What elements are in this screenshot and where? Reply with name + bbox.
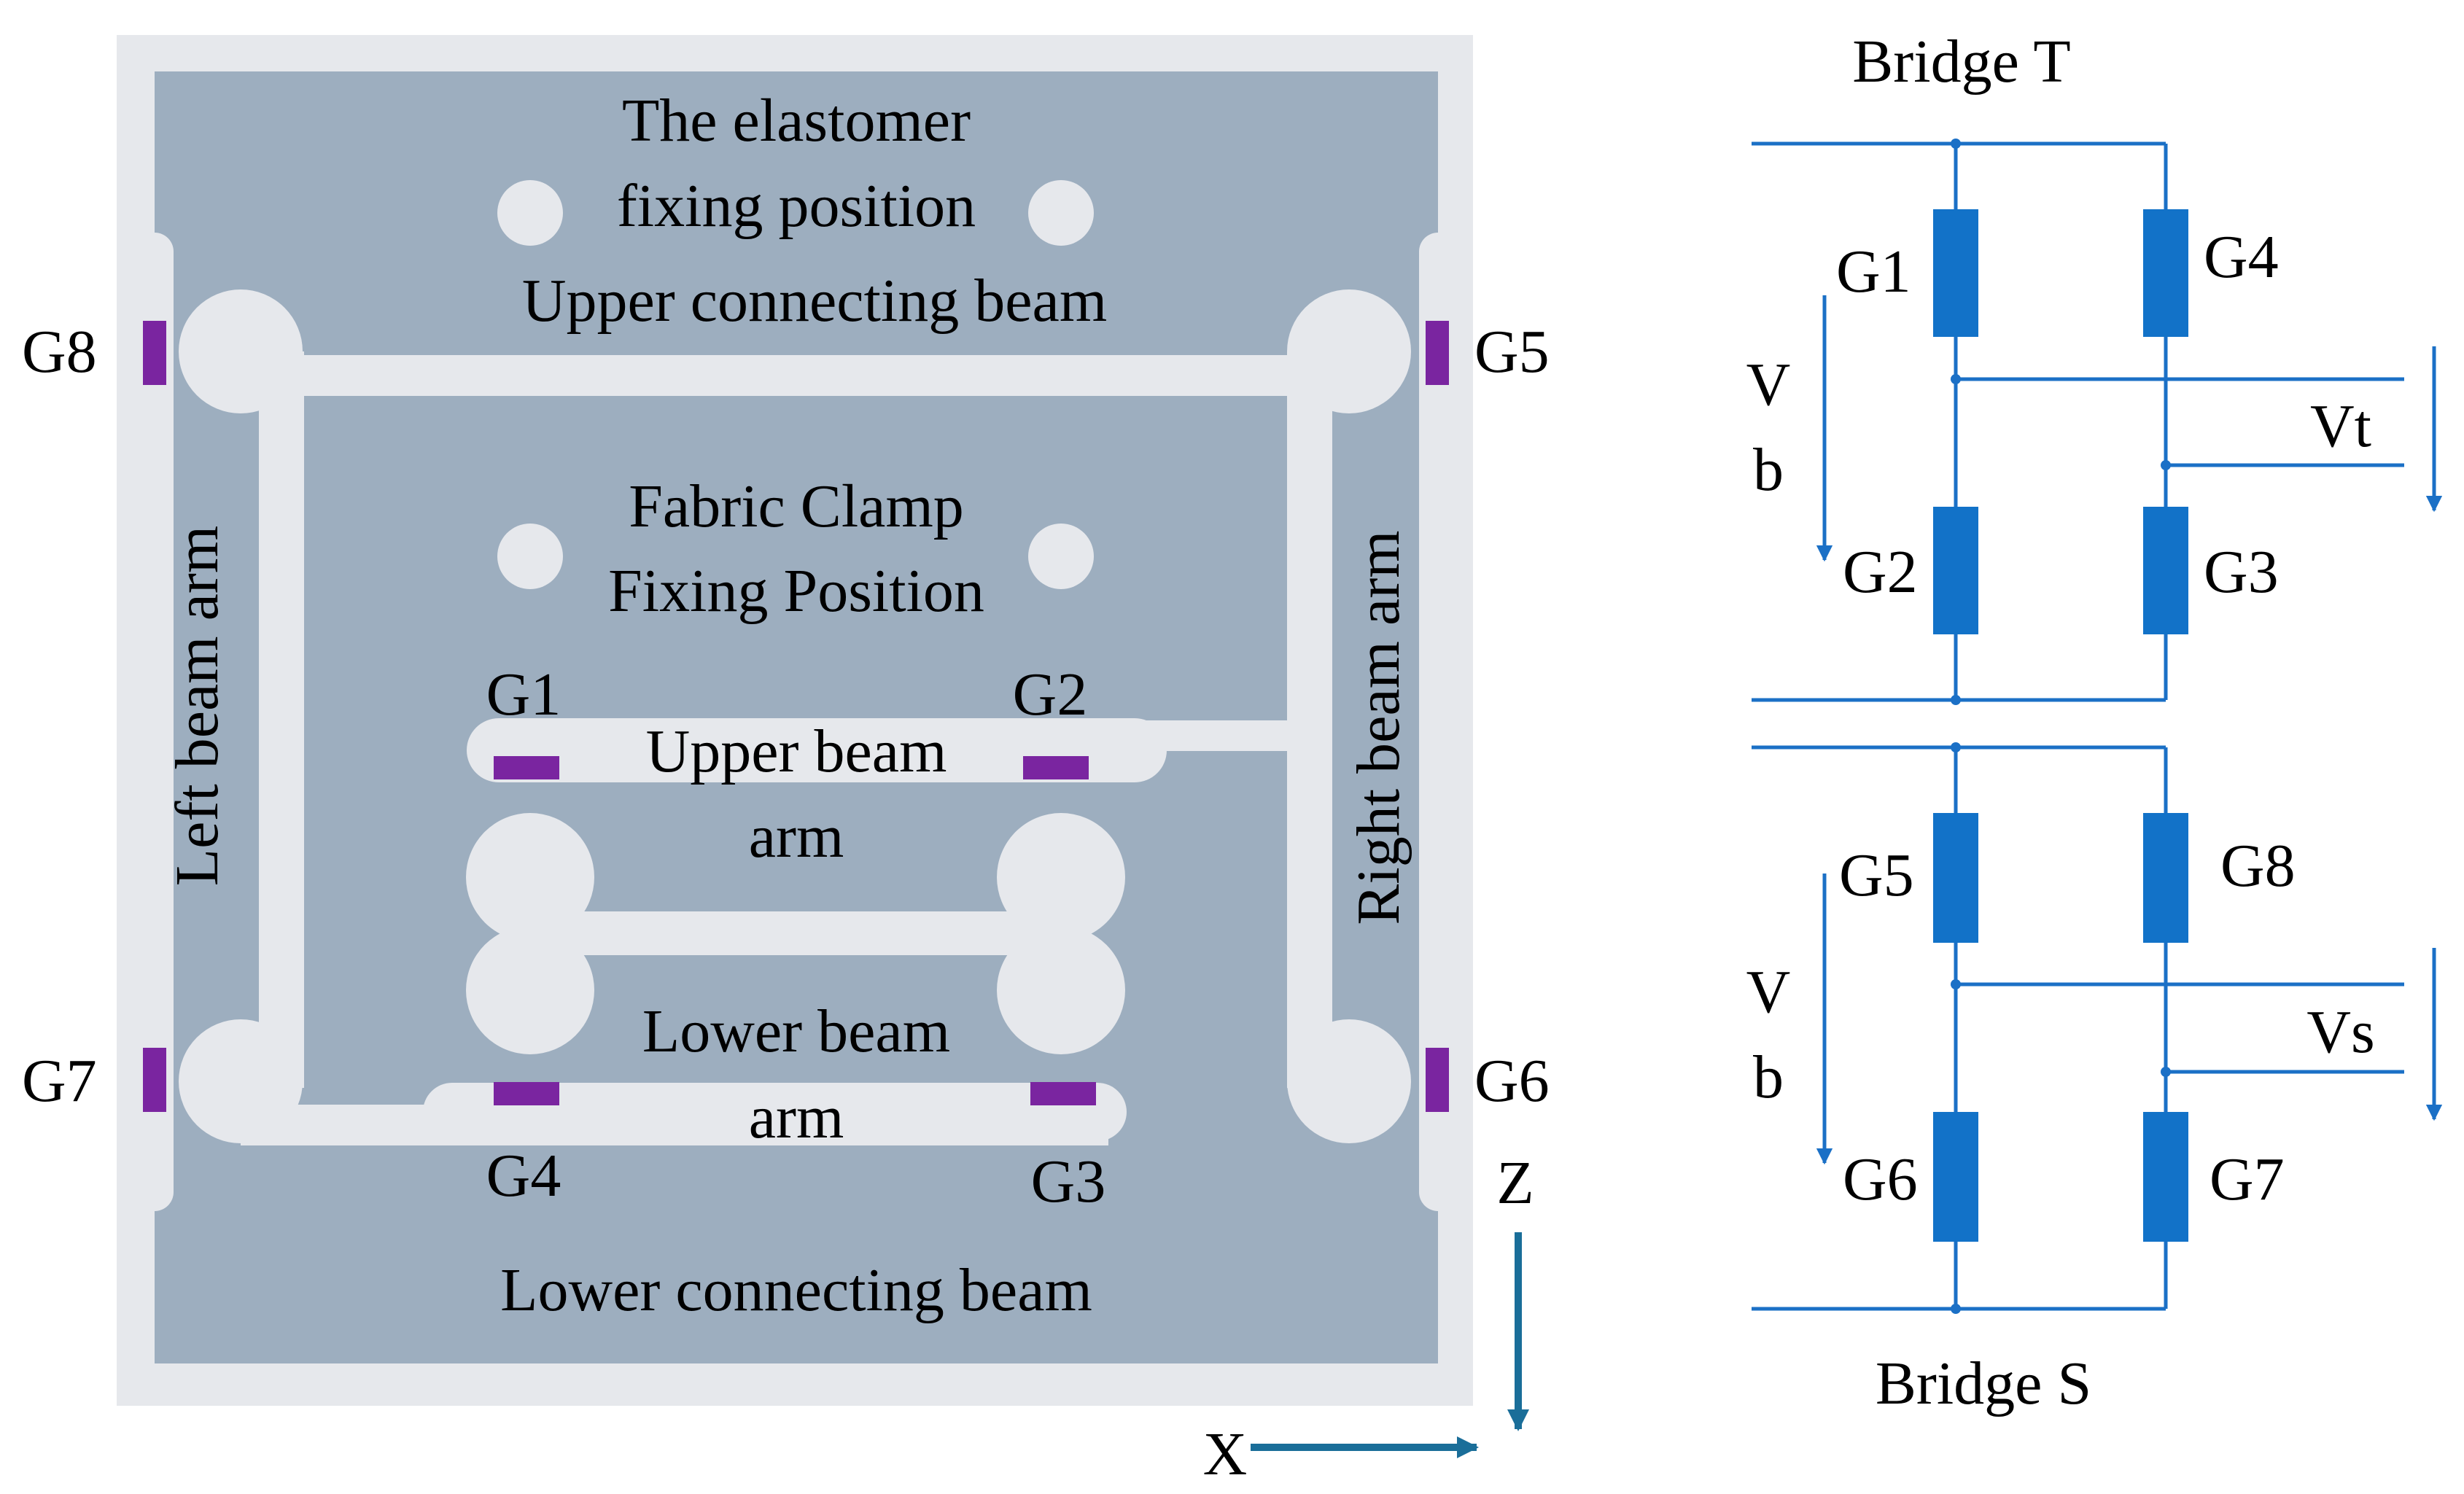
- bridge-s-node-mid-right: [2161, 1067, 2171, 1077]
- upper-beam-label-line2: arm: [749, 803, 844, 871]
- gauge-pad-g4: [494, 1082, 559, 1105]
- bridge-t-label-g1: G1: [1836, 238, 1911, 306]
- gauge-pad-g2: [1023, 756, 1089, 779]
- gauge-label-g8: G8: [22, 318, 97, 386]
- x-axis-label: X: [1203, 1420, 1248, 1488]
- bridge-t-node-top: [1951, 139, 1961, 149]
- bridge-s-label-g8: G8: [2220, 832, 2296, 900]
- right-notch-slot: [1419, 252, 1438, 1192]
- gauge-label-g6: G6: [1474, 1047, 1550, 1115]
- bridge-t-node-mid-left: [1951, 374, 1961, 384]
- hinge-slot: [530, 911, 1061, 955]
- hinge-hole-lower-left: [466, 926, 594, 1054]
- gauge-label-g5: G5: [1474, 318, 1550, 386]
- gauge-label-g3: G3: [1031, 1148, 1106, 1215]
- gauge-pad-g5: [1426, 321, 1449, 385]
- gauge-pad-g1: [494, 756, 559, 779]
- fabric-clamp-line1: Fabric Clamp: [629, 472, 964, 540]
- bridge-t-resistor-g1: [1933, 209, 1978, 337]
- plate: [155, 71, 1438, 1363]
- lower-beam-label-line1: Lower beam: [642, 997, 950, 1065]
- bridge-t-node-bottom: [1951, 695, 1961, 705]
- bridge-s-output-label: Vs: [2306, 998, 2374, 1066]
- hinge-hole-upper-right: [997, 813, 1125, 941]
- bridge-t-title: Bridge T: [1852, 28, 2070, 96]
- gauge-label-g2: G2: [1013, 661, 1088, 728]
- bridge-s-label-g6: G6: [1843, 1145, 1918, 1213]
- right-notch-bottom: [1419, 1173, 1457, 1211]
- fabric-clamp-line2: Fixing Position: [608, 557, 984, 625]
- z-axis-label: Z: [1496, 1149, 1534, 1217]
- upper-connecting-beam-label: Upper connecting beam: [522, 267, 1107, 335]
- bridge-t-label-g3: G3: [2204, 538, 2279, 606]
- bridge-s-label-g7: G7: [2210, 1145, 2285, 1213]
- bridge-s-node-bottom: [1951, 1304, 1961, 1314]
- lower-connecting-beam-label: Lower connecting beam: [500, 1256, 1092, 1324]
- bridge-s-resistor-g7: [2143, 1112, 2188, 1242]
- right-beam-arm-label: Right beam arm: [1345, 530, 1412, 925]
- gauge-pad-g8: [143, 321, 166, 385]
- lower-beam-slot: [423, 1083, 1127, 1141]
- left-notch-bottom: [136, 1173, 174, 1211]
- gauge-label-g1: G1: [486, 661, 561, 728]
- bridge-s-supply-label-line2: b: [1753, 1043, 1784, 1111]
- lower-beam-label-line2: arm: [749, 1083, 844, 1151]
- left-notch-slot: [155, 252, 174, 1192]
- right-vertical-slot: [1287, 351, 1332, 1088]
- bridge-t-resistor-g2: [1933, 507, 1978, 634]
- left-vertical-slot: [259, 351, 304, 1088]
- bridge-t-resistor-g3: [2143, 507, 2188, 634]
- gauge-pad-g3: [1030, 1082, 1096, 1105]
- gauge-pad-g7: [143, 1048, 166, 1112]
- bridge-s-resistor-g5: [1933, 813, 1978, 943]
- hinge-hole-lower-right: [997, 926, 1125, 1054]
- bridge-s-label-g5: G5: [1839, 841, 1914, 909]
- elastomer-title-line2: fixing position: [617, 172, 976, 240]
- upper-beam-label-line1: Upper beam: [646, 717, 947, 785]
- left-beam-arm-label: Left beam arm: [163, 526, 231, 886]
- bridge-t-resistor-g4: [2143, 209, 2188, 337]
- gauge-label-g4: G4: [486, 1142, 561, 1210]
- clamp-hole-right: [1028, 524, 1094, 589]
- clamp-hole-left: [497, 524, 563, 589]
- bridge-s-title: Bridge S: [1876, 1350, 2091, 1417]
- bridge-s-node-mid-left: [1951, 979, 1961, 989]
- right-notch-top: [1419, 233, 1457, 271]
- bridge-s-components: Bridge S G5 G8 G6 G7 V b Vs: [1746, 742, 2375, 1417]
- bridge-t-label-g4: G4: [2204, 223, 2279, 291]
- bridge-s-resistor-g8: [2143, 813, 2188, 943]
- elastomer-title-line1: The elastomer: [622, 87, 971, 155]
- bridge-t-node-mid-right: [2161, 460, 2171, 470]
- elastomer-hole-right: [1028, 180, 1094, 246]
- bridge-t-components: Bridge T G1 G4 G2 G3 V b Vt: [1746, 28, 2371, 705]
- elastomer-structure: The elastomer fixing position Upper conn…: [22, 35, 1550, 1488]
- bridge-t-output-label: Vt: [2310, 392, 2371, 460]
- elastomer-hole-left: [497, 180, 563, 246]
- gauge-pad-g6: [1426, 1048, 1449, 1112]
- bridge-t-label-g2: G2: [1843, 538, 1918, 606]
- bridge-t-supply-label-line2: b: [1753, 436, 1784, 504]
- hinge-hole-upper-left: [466, 813, 594, 941]
- upper-beam-slot: [467, 718, 1167, 782]
- gauge-label-g7: G7: [22, 1047, 97, 1115]
- left-notch-top: [136, 233, 174, 271]
- bridge-s-node-top: [1951, 742, 1961, 752]
- bridge-s-resistor-g6: [1933, 1112, 1978, 1242]
- bridge-t-supply-label-line1: V: [1746, 351, 1791, 419]
- upper-horizontal-slot: [241, 355, 1349, 396]
- bridge-s-supply-label-line1: V: [1746, 958, 1791, 1026]
